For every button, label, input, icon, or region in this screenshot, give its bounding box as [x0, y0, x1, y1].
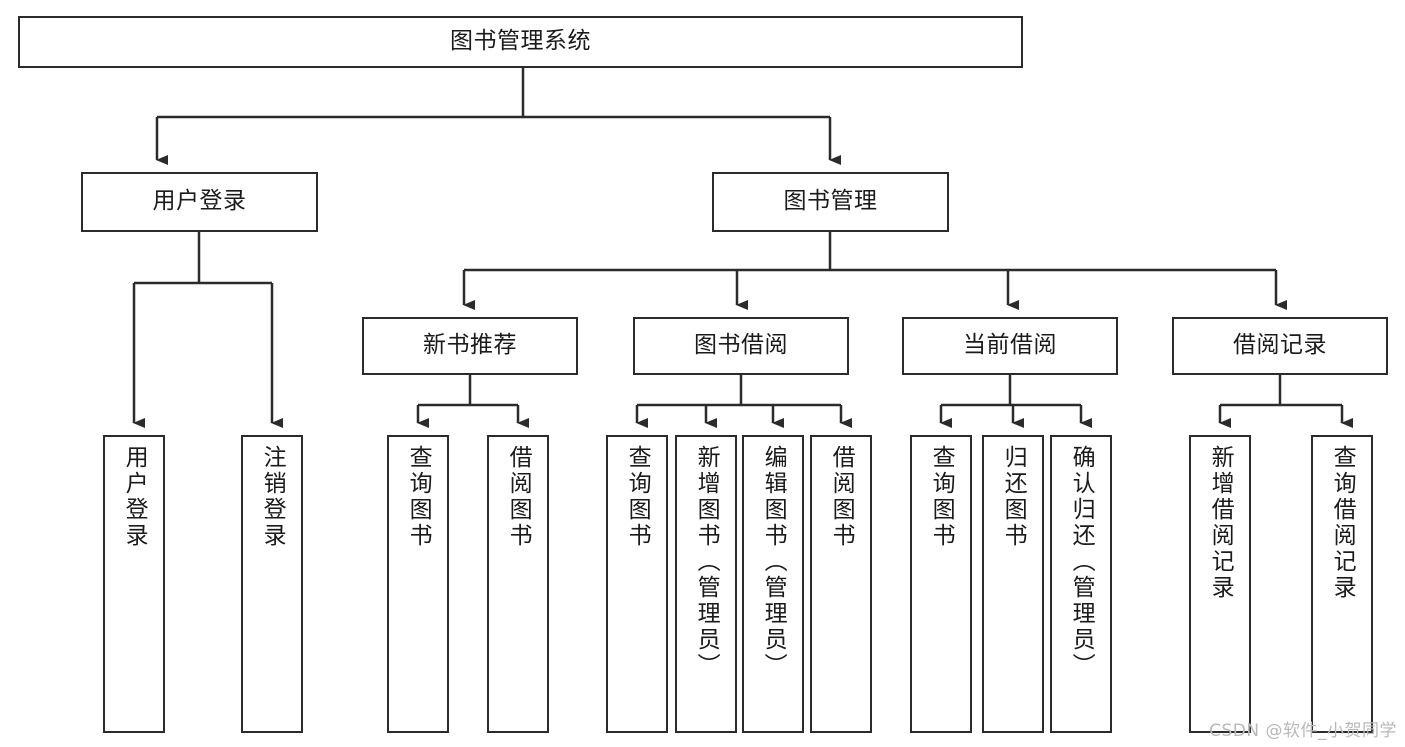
node-leaf-6-label: 编辑图书（管理员）: [760, 445, 787, 679]
node-leaf-10-label: 确认归还（管理员）: [1068, 445, 1095, 679]
node-level3-3-label: 借阅记录: [1233, 332, 1327, 359]
node-leaf-4[interactable]: 查询图书: [606, 435, 668, 733]
node-leaf-10[interactable]: 确认归还（管理员）: [1050, 435, 1112, 733]
node-level3-2[interactable]: 当前借阅: [902, 317, 1118, 375]
node-leaf-7-label: 借阅图书: [828, 445, 855, 549]
node-leaf-3-label: 借阅图书: [505, 445, 532, 549]
node-leaf-8-label: 查询图书: [928, 445, 955, 549]
node-leaf-12-label: 查询借阅记录: [1329, 445, 1356, 601]
node-level3-1-label: 图书借阅: [694, 332, 788, 359]
node-leaf-1[interactable]: 注销登录: [241, 435, 303, 733]
node-level2-1-label: 图书管理: [783, 188, 878, 215]
node-leaf-6[interactable]: 编辑图书（管理员）: [742, 435, 804, 733]
node-leaf-3[interactable]: 借阅图书: [487, 435, 549, 733]
node-leaf-2-label: 查询图书: [405, 445, 432, 549]
node-leaf-12[interactable]: 查询借阅记录: [1311, 435, 1373, 733]
node-leaf-9-label: 归还图书: [1000, 445, 1027, 549]
node-level3-2-label: 当前借阅: [963, 332, 1057, 359]
node-level2-1[interactable]: 图书管理: [712, 172, 949, 232]
node-leaf-0[interactable]: 用户登录: [103, 435, 165, 733]
node-root-label: 图书管理系统: [450, 28, 591, 55]
node-level2-0-label: 用户登录: [152, 188, 247, 215]
node-leaf-7[interactable]: 借阅图书: [810, 435, 872, 733]
node-leaf-11[interactable]: 新增借阅记录: [1189, 435, 1251, 733]
node-root[interactable]: 图书管理系统: [18, 16, 1023, 68]
node-level2-0[interactable]: 用户登录: [81, 172, 318, 232]
node-leaf-11-label: 新增借阅记录: [1207, 445, 1234, 601]
node-leaf-5-label: 新增图书（管理员）: [693, 445, 720, 679]
node-leaf-2[interactable]: 查询图书: [387, 435, 449, 733]
node-leaf-5[interactable]: 新增图书（管理员）: [675, 435, 737, 733]
node-leaf-8[interactable]: 查询图书: [910, 435, 972, 733]
node-level3-1[interactable]: 图书借阅: [633, 317, 849, 375]
node-leaf-0-label: 用户登录: [121, 445, 148, 549]
node-level3-3[interactable]: 借阅记录: [1172, 317, 1388, 375]
node-leaf-1-label: 注销登录: [259, 445, 286, 549]
node-leaf-9[interactable]: 归还图书: [982, 435, 1044, 733]
node-leaf-4-label: 查询图书: [624, 445, 651, 549]
node-level3-0[interactable]: 新书推荐: [362, 317, 578, 375]
node-level3-0-label: 新书推荐: [423, 332, 517, 359]
